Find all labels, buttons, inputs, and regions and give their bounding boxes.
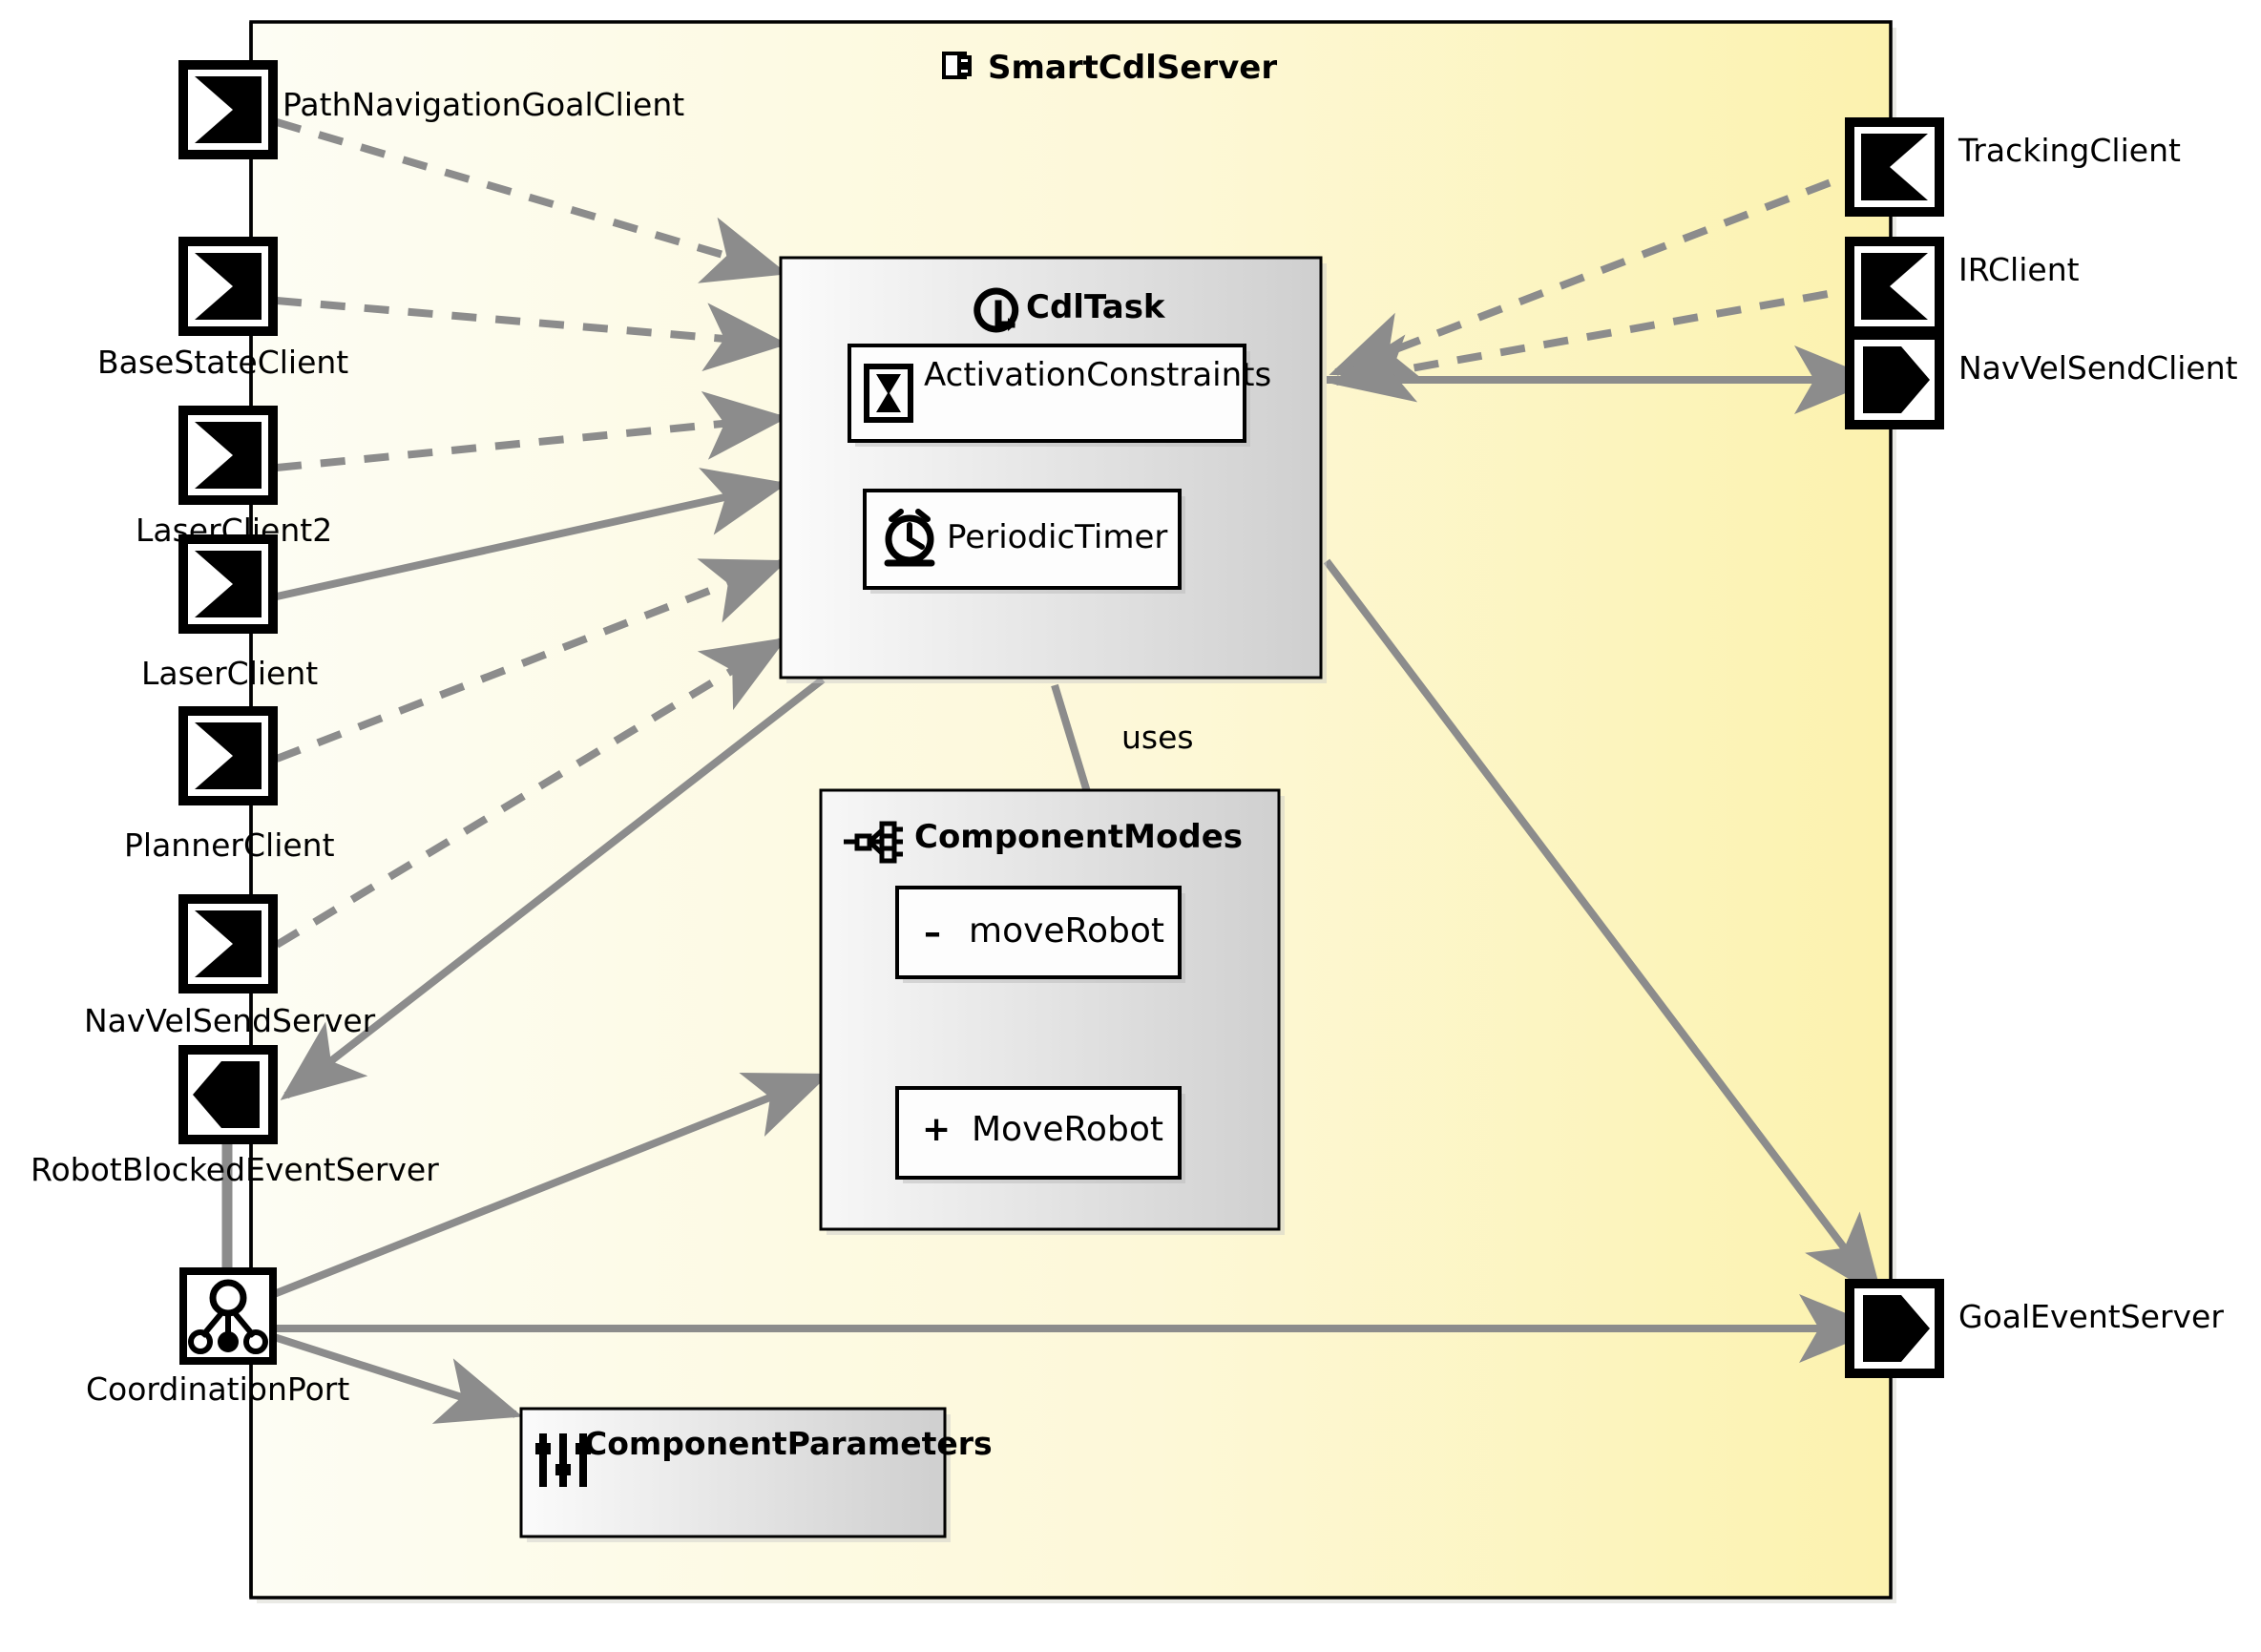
componentparameters-title: ComponentParameters [584, 1426, 993, 1462]
port-label-coordinationport: CoordinationPort [86, 1370, 350, 1408]
cdltask-box [779, 256, 1327, 683]
alarm-clock-icon [884, 509, 935, 567]
edge-cdltask-robotblockedeventserver [280, 676, 826, 1100]
edge-cdltask-goaleventserver [1323, 558, 1883, 1300]
moverobot-private-box [895, 886, 1182, 979]
cdltask-title: CdlTask [1026, 288, 1165, 326]
task-cycle-icon [973, 287, 1019, 333]
port-basestateclient[interactable] [178, 237, 278, 336]
hourglass-icon [864, 364, 913, 423]
uses-edge-label: uses [1121, 719, 1194, 756]
component-icon [940, 48, 974, 90]
port-label-navvelsendclient: NavVelSendClient [1958, 349, 2238, 387]
port-label-plannerclient: PlannerClient [124, 826, 335, 864]
moverobot-private-label: moveRobot [969, 911, 1164, 951]
port-laserclient[interactable] [178, 534, 278, 634]
componentmodes-box [819, 788, 1285, 1235]
activationconstraints-label: ActivationConstraints [924, 356, 1272, 394]
periodictimer-box [863, 489, 1182, 590]
page-title: SmartCdlServer [940, 48, 1277, 90]
port-goaleventserver[interactable] [1845, 1279, 1944, 1378]
edge-trackingclient-cdltask [1329, 163, 1873, 377]
edge-coordinationport-componentparameters [269, 1332, 523, 1424]
edge-irclient-cdltask [1329, 282, 1872, 403]
edge-laserclient-cdltask [276, 468, 788, 600]
connector-group [221, 22, 1883, 1598]
component-title-text: SmartCdlServer [988, 49, 1278, 87]
port-navvelsendserver[interactable] [178, 894, 278, 993]
port-label-basestateclient: BaseStateClient [97, 344, 349, 381]
port-label-robotblockedeventserver: RobotBlockedEventServer [31, 1151, 439, 1188]
activationconstraints-box [848, 344, 1246, 443]
componentparameters-title-line1: ComponentParameter [584, 1425, 974, 1462]
port-label-laserclient: LaserClient [141, 655, 319, 692]
port-irclient[interactable] [1845, 237, 1944, 336]
edge-coordinationport-componentmodes [267, 1073, 830, 1300]
moverobot-public-box [895, 1086, 1182, 1180]
port-robotblockedeventserver[interactable] [178, 1045, 278, 1144]
port-label-pathnavigationgoalclient: PathNavigationGoalClient [283, 86, 685, 123]
edge-plannerclient-cdltask [275, 558, 788, 763]
modes-tree-icon [844, 821, 903, 864]
periodictimer-label: PeriodicTimer [947, 518, 1168, 556]
componentparameters-box [519, 1407, 951, 1542]
edge-navvelsendserver-cdltask [274, 637, 787, 949]
port-pathnavigationgoalclient[interactable] [178, 60, 278, 159]
moverobot-private-prefix: – [924, 913, 941, 952]
port-label-laserclient2: LaserClient2 [136, 512, 333, 549]
componentmodes-title: ComponentModes [914, 818, 1243, 856]
sliders-icon [535, 1433, 591, 1487]
port-label-navvelsendserver: NavVelSendServer [84, 1002, 376, 1039]
port-plannerclient[interactable] [178, 706, 278, 805]
port-label-irclient: IRClient [1958, 251, 2080, 288]
port-label-trackingclient: TrackingClient [1958, 132, 2181, 169]
port-trackingclient[interactable] [1845, 117, 1944, 217]
moverobot-public-label: MoveRobot [972, 1110, 1163, 1149]
componentparameters-title-line2: s [973, 1425, 993, 1462]
port-label-goaleventserver: GoalEventServer [1958, 1298, 2224, 1335]
moverobot-public-prefix: + [922, 1110, 952, 1149]
port-navvelsendclient[interactable] [1845, 330, 1944, 429]
port-laserclient2[interactable] [178, 406, 278, 505]
port-coordinationport[interactable] [179, 1267, 277, 1365]
